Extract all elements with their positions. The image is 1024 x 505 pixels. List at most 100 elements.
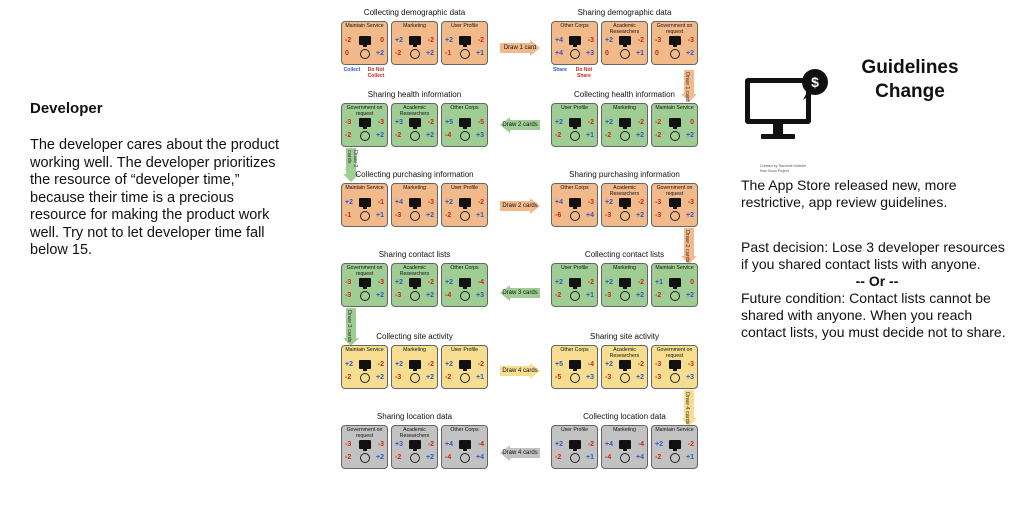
decision-card[interactable]: Other Corps+4-3+4+3 (551, 21, 598, 65)
decision-card[interactable]: User Profile+2-2-2+1 (441, 345, 488, 389)
decision-card[interactable]: Other Corps+4-3-6+4 (551, 183, 598, 227)
monitor-icon (669, 440, 681, 451)
decision-card[interactable]: Maintain Service+2-1-1+1 (341, 183, 388, 227)
people-icon (570, 373, 580, 383)
card-values: +2-1 (342, 199, 387, 206)
decision-card[interactable]: Other Corps+2-4-4+3 (441, 263, 488, 307)
card-values: -3+3 (652, 374, 697, 381)
decision-card[interactable]: Academic Researchers+2-2-3+2 (601, 183, 648, 227)
decision-card[interactable]: Maintain Service+2-2-2+2 (341, 345, 388, 389)
decision-card[interactable]: Government on request-3-3-3+2 (341, 263, 388, 307)
people-icon (670, 453, 680, 463)
card-values: +4+3 (552, 50, 597, 57)
card-value: +2 (376, 50, 384, 57)
guidelines-title-line1: Guidelines (861, 57, 959, 78)
decision-card[interactable]: Government on request-3-3-3+3 (651, 345, 698, 389)
arrow-label: Draw 2 cards (346, 150, 358, 168)
card-values: -2+2 (392, 50, 437, 57)
monitor-icon (359, 118, 371, 129)
decision-card[interactable]: Marketing+2-2-2+2 (391, 21, 438, 65)
card-value: +2 (555, 441, 563, 448)
decision-card[interactable]: Academic Researchers+3-2-2+2 (391, 103, 438, 147)
monitor-icon (409, 440, 421, 451)
card-name: Maintain Service (345, 185, 384, 191)
decision-card[interactable]: Government on request-3-3-2+2 (341, 425, 388, 469)
monitor-icon (459, 118, 471, 129)
decision-card[interactable]: Academic Researchers+3-2-2+2 (391, 425, 438, 469)
decision-card[interactable]: Maintain Service+2-2-2+1 (651, 425, 698, 469)
card-value: -4 (477, 441, 484, 448)
card-value: +2 (445, 279, 453, 286)
people-icon (570, 131, 580, 141)
card-value: +2 (605, 361, 613, 368)
card-value: +1 (686, 454, 694, 461)
monitor-icon (459, 198, 471, 209)
card-value: -3 (655, 361, 662, 368)
monitor-icon (619, 440, 631, 451)
card-values: +2-2 (342, 361, 387, 368)
decision-card[interactable]: Other Corps+5-4-5+3 (551, 345, 598, 389)
card-value: +2 (605, 199, 613, 206)
decision-card[interactable]: Academic Researchers+2-2-3+2 (601, 345, 648, 389)
decision-card[interactable]: User Profile+2-2-2+1 (551, 425, 598, 469)
section-title: Collecting contact lists (584, 250, 665, 259)
card-values: +2-2 (552, 119, 597, 126)
card-value: +1 (586, 454, 594, 461)
decision-card[interactable]: Other Corps+5-5-4+3 (441, 103, 488, 147)
monitor-icon (459, 278, 471, 289)
arrow-label: Draw 3 cards (346, 310, 352, 343)
card-value: +3 (395, 119, 403, 126)
card-value: +2 (445, 37, 453, 44)
card-values: +2-2 (442, 361, 487, 368)
people-icon (460, 291, 470, 301)
decision-card[interactable]: User Profile+2-2-2+1 (441, 183, 488, 227)
people-icon (570, 291, 580, 301)
people-icon (670, 211, 680, 221)
card-value: +2 (376, 132, 384, 139)
decision-card[interactable]: User Profile+2-2-2+1 (551, 103, 598, 147)
decision-card[interactable]: Marketing+2-2-3+2 (601, 263, 648, 307)
section-title: Collecting health information (574, 90, 675, 99)
card-values: -3+2 (392, 374, 437, 381)
decision-card[interactable]: Other Corps+4-4-4+4 (441, 425, 488, 469)
card-value: +2 (555, 119, 563, 126)
card-values: +5-4 (552, 361, 597, 368)
card-values: -3+2 (392, 212, 437, 219)
monitor-icon (359, 440, 371, 451)
card-values: +2-4 (442, 279, 487, 286)
decision-card[interactable]: Government on request-3-3-3+2 (651, 183, 698, 227)
card-values: -2+1 (442, 212, 487, 219)
decision-card[interactable]: Marketing+2-2-2+2 (601, 103, 648, 147)
card-value: +1 (586, 132, 594, 139)
decision-card[interactable]: User Profile+2-2-2+1 (551, 263, 598, 307)
decision-card[interactable]: Marketing+4-4-4+4 (601, 425, 648, 469)
decision-card[interactable]: Government on request-3-3-2+2 (341, 103, 388, 147)
decision-card[interactable]: User Profile+2-2-1+1 (441, 21, 488, 65)
card-value: -2 (345, 454, 352, 461)
card-values: +2-2 (552, 279, 597, 286)
section-title: Collecting site activity (376, 332, 453, 341)
card-value: -2 (395, 50, 402, 57)
card-value: +2 (426, 132, 434, 139)
decision-card[interactable]: Marketing+4-3-3+2 (391, 183, 438, 227)
decision-card[interactable]: Academic Researchers+2-2-3+2 (391, 263, 438, 307)
card-value: +2 (376, 374, 384, 381)
monitor-icon (669, 360, 681, 371)
card-value: -3 (345, 292, 352, 299)
card-value: +1 (376, 212, 384, 219)
people-icon (460, 453, 470, 463)
arrow-draw-3-cards: Draw 3 cards (500, 285, 540, 301)
card-value: -4 (445, 132, 452, 139)
monitor-icon (359, 198, 371, 209)
decision-card[interactable]: Marketing+2-2-3+2 (391, 345, 438, 389)
people-icon (620, 291, 630, 301)
card-value: -2 (605, 132, 612, 139)
section-title: Sharing contact lists (378, 250, 451, 259)
